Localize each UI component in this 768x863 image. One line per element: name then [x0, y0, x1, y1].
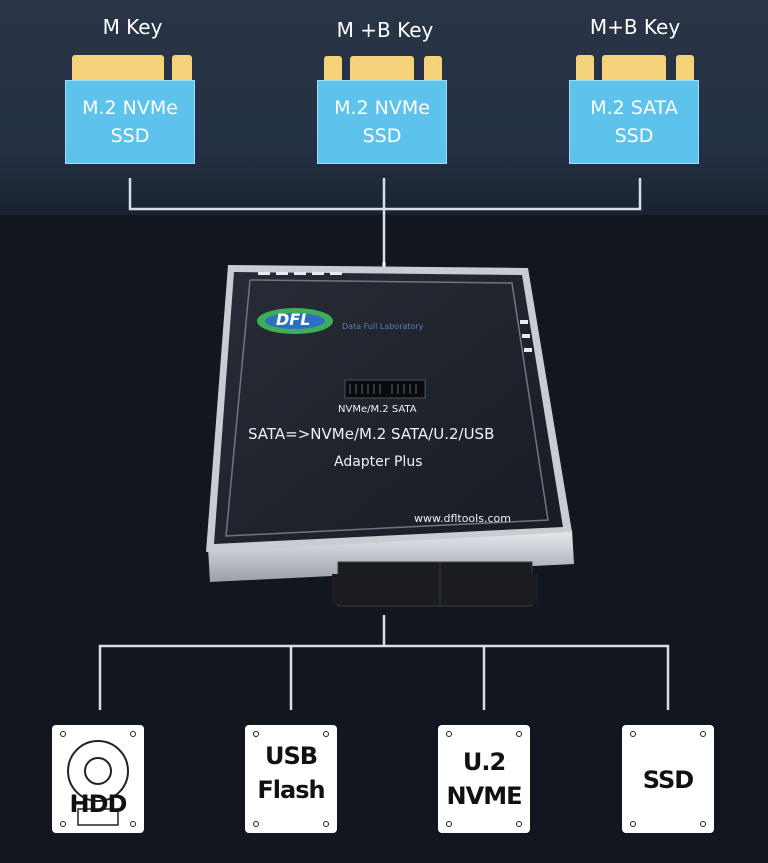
gold-contacts-icon: [324, 56, 342, 82]
drive-label-line1: M.2 NVMe: [82, 97, 178, 119]
output-ssd: SSD: [622, 725, 714, 833]
drive-label-line1: M.2 SATA: [590, 97, 678, 119]
gold-contacts-icon: [602, 55, 666, 81]
output-u2-nvme: U.2 NVME: [438, 725, 530, 833]
key-label: M Key: [102, 15, 163, 39]
logo-tagline: Data Full Laboratory: [342, 322, 424, 331]
bottom-connector: [98, 644, 670, 710]
device-label: SSD: [642, 766, 694, 794]
drive-label-line2: SSD: [362, 125, 402, 147]
adapter-face: [214, 272, 563, 544]
adapter-subtitle: Adapter Plus: [334, 454, 423, 470]
drive-label-line2: SSD: [614, 125, 654, 147]
m2-drive-card: M.2 SATA SSD: [569, 80, 699, 164]
m2-drive-card: M.2 NVMe SSD: [65, 80, 195, 164]
gold-contacts-icon: [172, 55, 192, 81]
accent-marks: [258, 272, 532, 352]
key-label: M+B Key: [589, 15, 681, 39]
logo-text: DFL: [276, 310, 311, 329]
gold-contacts-icon: [576, 55, 594, 81]
key-label: M +B Key: [336, 18, 434, 42]
gold-contacts-icon: [72, 55, 164, 81]
adapter-edge: [208, 530, 574, 582]
face-border: [225, 279, 549, 537]
gold-contacts-icon: [350, 56, 414, 82]
drive-label-line2: SSD: [110, 125, 150, 147]
website-url: www.dfltools.com: [414, 512, 511, 525]
drive-label-line1: M.2 NVMe: [334, 97, 430, 119]
adapter-title: SATA=>NVMe/M.2 SATA/U.2/USB: [248, 425, 495, 443]
device-label: HDD: [69, 790, 128, 818]
slot-label: NVMe/M.2 SATA: [338, 404, 417, 415]
output-hdd: HDD: [52, 725, 144, 833]
sata-connector-icon: [337, 561, 533, 607]
gold-contacts-icon: [424, 56, 442, 82]
m2-drive-card: M.2 NVMe SSD: [317, 80, 447, 164]
output-usb-flash: USB Flash: [245, 725, 337, 833]
gold-contacts-icon: [676, 55, 694, 81]
device-label: U.2 NVME: [446, 748, 523, 810]
nvme-slot-icon: [344, 379, 426, 399]
device-label: USB Flash: [257, 742, 325, 804]
hdd-icon: [67, 740, 129, 826]
